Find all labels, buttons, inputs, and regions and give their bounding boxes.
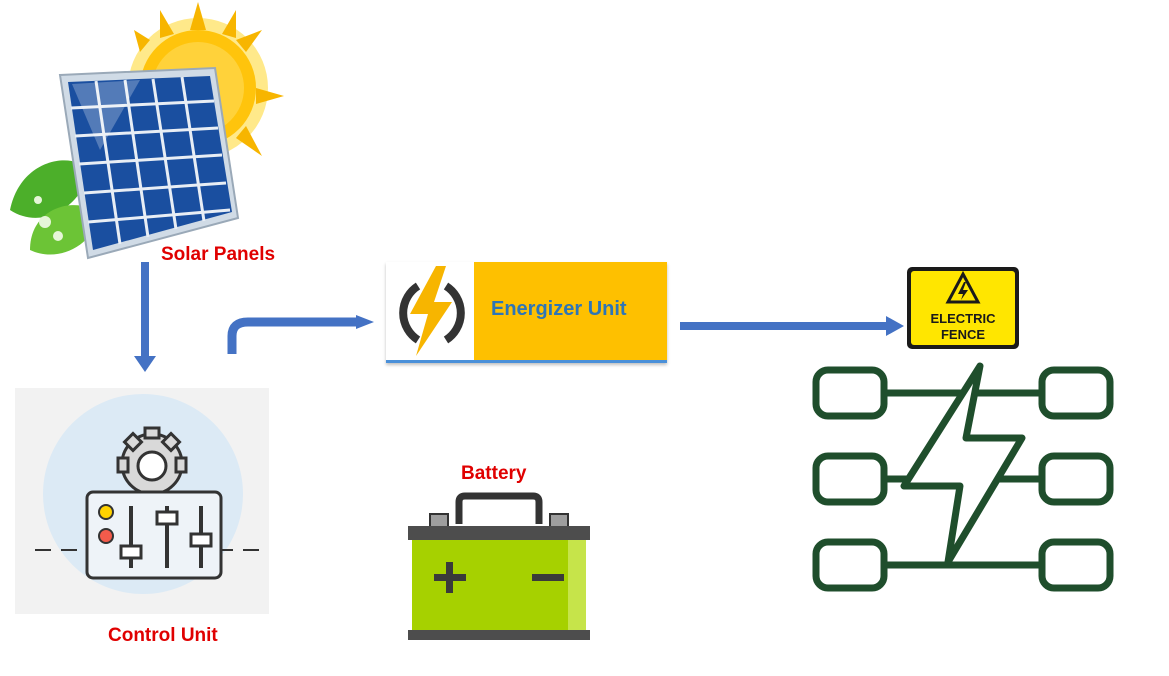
- energizer-icon-panel: [386, 262, 474, 360]
- control-unit-label: Control Unit: [108, 625, 218, 646]
- gear-icon: [116, 426, 188, 496]
- electric-fence-icon: [812, 362, 1114, 592]
- sign-text-line1: ELECTRIC: [931, 311, 997, 326]
- solar-panel-icon: [58, 66, 240, 260]
- energizer-unit-box: Energizer Unit: [386, 262, 667, 363]
- lightning-icon: [399, 266, 465, 356]
- energizer-unit-label: Energizer Unit: [491, 298, 627, 320]
- arrow-energizer-to-fence: [680, 316, 904, 336]
- solar-panels-label: Solar Panels: [161, 244, 276, 265]
- sign-text-line2: FENCE: [941, 327, 985, 342]
- control-panel-icon: [35, 394, 269, 594]
- arrow-solar-to-control: [134, 262, 156, 372]
- solar-panel-illustration: [10, 2, 284, 260]
- arrow-control-to-energizer: [227, 315, 374, 354]
- warning-sign-icon: ELECTRIC FENCE: [907, 267, 1019, 349]
- battery-label: Battery: [461, 463, 527, 484]
- battery-icon: [408, 492, 590, 640]
